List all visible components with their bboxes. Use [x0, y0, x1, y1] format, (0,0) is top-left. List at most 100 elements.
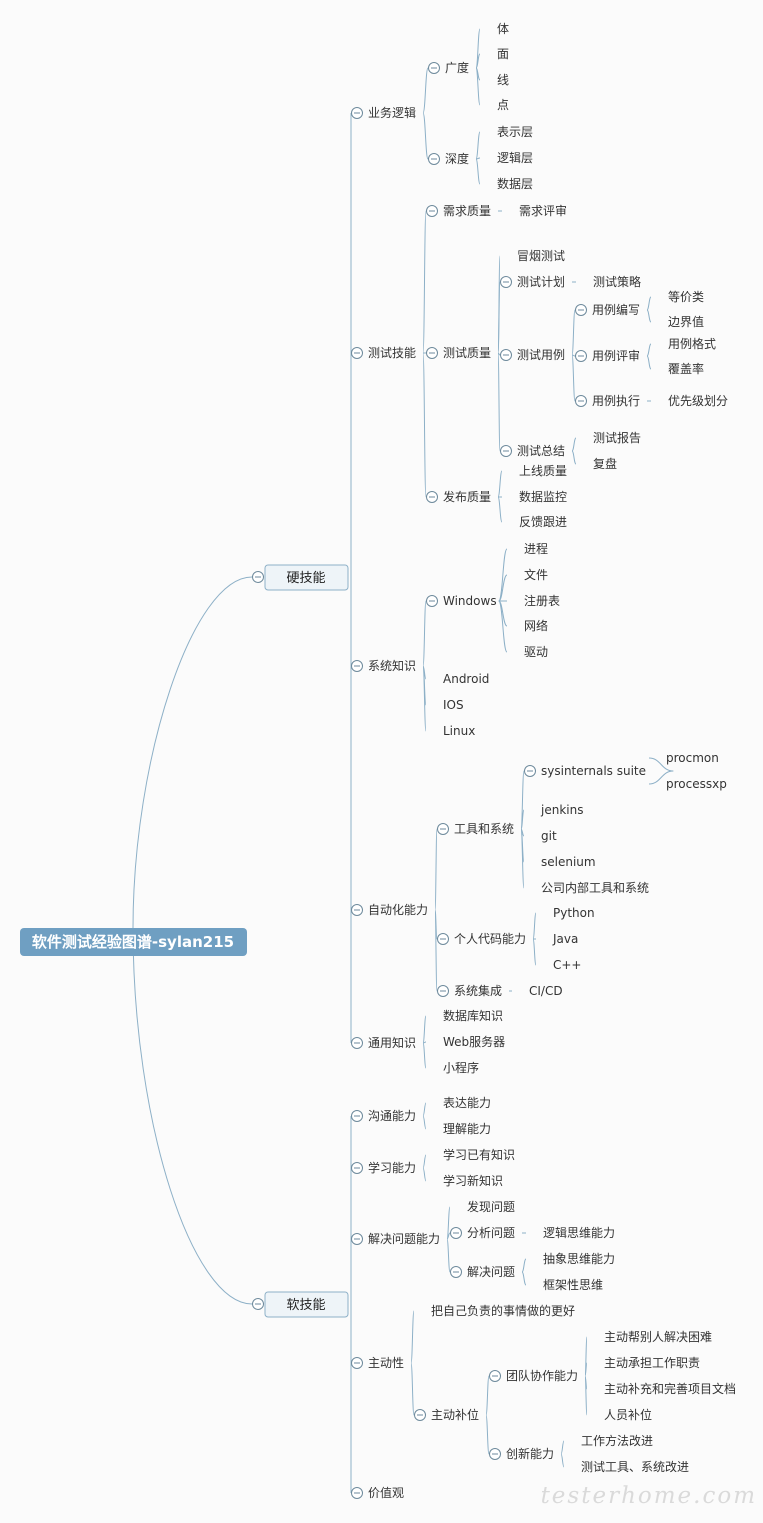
node-1-1-0[interactable]: 学习已有知识 [443, 1147, 515, 1162]
node-1-3-1-1-0[interactable]: 工作方法改进 [581, 1433, 653, 1448]
root-node[interactable]: 软件测试经验图谱-sylan215 [20, 928, 247, 956]
node-0-1-1-2-2-0[interactable]: 优先级划分 [668, 394, 728, 408]
node-1-3-0[interactable]: 把自己负责的事情做的更好 [431, 1303, 575, 1318]
node-1-3-1-1-1[interactable]: 测试工具、系统改进 [581, 1459, 689, 1474]
collapse-toggle-0-3-0-0[interactable] [524, 765, 536, 777]
collapse-toggle-0-0-0[interactable] [428, 62, 440, 74]
collapse-toggle-1-2-2[interactable] [450, 1266, 462, 1278]
node-0-1-2-2[interactable]: 反馈跟进 [519, 515, 567, 529]
collapse-toggle-0-2[interactable] [351, 660, 363, 672]
node-0-1-0-0[interactable]: 需求评审 [519, 203, 567, 218]
node-0-3-0-3[interactable]: selenium [541, 855, 596, 869]
collapse-toggle-0-0[interactable] [351, 107, 363, 119]
node-0-0-0-0[interactable]: 体 [497, 22, 509, 36]
node-0-3-1-1[interactable]: Java [552, 932, 578, 946]
node-1-3-1[interactable]: 主动补位 [431, 1407, 479, 1422]
collapse-toggle-0-4[interactable] [351, 1037, 363, 1049]
node-1-3-1-1[interactable]: 创新能力 [506, 1446, 554, 1461]
node-1-3-1-0-0[interactable]: 主动帮别人解决困难 [604, 1330, 712, 1344]
node-0-4[interactable]: 通用知识 [368, 1036, 416, 1050]
collapse-toggle-0-1-1-1[interactable] [500, 276, 512, 288]
node-0-2-2[interactable]: IOS [443, 698, 464, 712]
collapse-toggle-1-3-1-0[interactable] [489, 1370, 501, 1382]
node-0-4-1[interactable]: Web服务器 [443, 1034, 505, 1049]
node-0-1[interactable]: 测试技能 [368, 345, 416, 360]
node-0-1-2-1[interactable]: 数据监控 [519, 489, 567, 504]
node-0-3-0-4[interactable]: 公司内部工具和系统 [541, 880, 649, 895]
node-0-3-0-0-0[interactable]: procmon [666, 751, 719, 765]
node-1-2[interactable]: 解决问题能力 [368, 1232, 440, 1246]
node-0-1-1-2-2[interactable]: 用例执行 [592, 394, 640, 408]
node-0-1-1-3-0[interactable]: 测试报告 [593, 430, 641, 445]
node-1-3-1-0[interactable]: 团队协作能力 [506, 1368, 578, 1383]
node-0-2-0-1[interactable]: 文件 [524, 567, 548, 582]
node-0-1-1-1-0[interactable]: 测试策略 [593, 274, 641, 289]
node-1-1-1[interactable]: 学习新知识 [443, 1173, 503, 1188]
node-1-2-2-0[interactable]: 抽象思维能力 [543, 1252, 615, 1266]
node-0-1-1-2-0-0[interactable]: 等价类 [668, 290, 704, 304]
node-0-0-1[interactable]: 深度 [445, 151, 469, 166]
collapse-toggle-1[interactable] [252, 1298, 264, 1310]
node-1-0-0[interactable]: 表达能力 [443, 1096, 491, 1110]
node-0-4-2[interactable]: 小程序 [443, 1060, 479, 1075]
collapse-toggle-1-0[interactable] [351, 1110, 363, 1122]
collapse-toggle-0-2-0[interactable] [426, 595, 438, 607]
collapse-toggle-1-3[interactable] [351, 1357, 363, 1369]
node-0-1-0[interactable]: 需求质量 [443, 204, 491, 218]
node-0-3-1-0[interactable]: Python [553, 906, 595, 920]
node-1-2-0[interactable]: 发现问题 [467, 1199, 515, 1214]
node-0-0-1-0[interactable]: 表示层 [497, 125, 533, 139]
collapse-toggle-0-1[interactable] [351, 347, 363, 359]
node-0-0-0-1[interactable]: 面 [497, 47, 509, 61]
node-0-1-1-2-0-1[interactable]: 边界值 [668, 314, 704, 329]
node-0-4-0[interactable]: 数据库知识 [443, 1008, 503, 1023]
node-0-1-1-3[interactable]: 测试总结 [517, 443, 565, 458]
collapse-toggle-0-0-1[interactable] [428, 153, 440, 165]
node-0-2-3[interactable]: Linux [443, 724, 475, 738]
node-0-3-0-0-1[interactable]: processxp [666, 777, 727, 791]
node-1-4[interactable]: 价值观 [368, 1485, 404, 1500]
node-0-3-0-1[interactable]: jenkins [540, 803, 583, 817]
node-0-0-1-2[interactable]: 数据层 [497, 176, 533, 191]
collapse-toggle-0-1-1-2[interactable] [500, 349, 512, 361]
collapse-toggle-0[interactable] [252, 571, 264, 583]
collapse-toggle-1-3-1-1[interactable] [489, 1448, 501, 1460]
node-1-3-1-0-2[interactable]: 主动补充和完善项目文档 [604, 1381, 736, 1396]
node-0-3-0-2[interactable]: git [541, 829, 557, 843]
node-1-3[interactable]: 主动性 [368, 1356, 404, 1370]
node-1-0[interactable]: 沟通能力 [368, 1109, 416, 1123]
collapse-toggle-1-4[interactable] [351, 1487, 363, 1499]
node-0-2-0-2[interactable]: 注册表 [524, 593, 560, 608]
collapse-toggle-1-2[interactable] [351, 1233, 363, 1245]
collapse-toggle-0-1-2[interactable] [426, 491, 438, 503]
node-0-0-0-3[interactable]: 点 [497, 98, 509, 112]
node-1-0-1[interactable]: 理解能力 [443, 1122, 491, 1136]
node-0-1-1-2-1-0[interactable]: 用例格式 [668, 336, 716, 351]
node-0-2-0-4[interactable]: 驱动 [524, 645, 548, 659]
node-0-1-1-2[interactable]: 测试用例 [517, 347, 565, 362]
collapse-toggle-1-3-1[interactable] [414, 1409, 426, 1421]
node-0-1-2[interactable]: 发布质量 [443, 489, 491, 504]
node-1-2-1[interactable]: 分析问题 [467, 1226, 515, 1240]
collapse-toggle-0-3-2[interactable] [437, 985, 449, 997]
collapse-toggle-0-3-1[interactable] [437, 933, 449, 945]
node-0-0-1-1[interactable]: 逻辑层 [497, 151, 533, 165]
node-0-0[interactable]: 业务逻辑 [368, 105, 416, 120]
node-0-3-0-0[interactable]: sysinternals suite [541, 764, 646, 778]
collapse-toggle-1-2-1[interactable] [450, 1227, 462, 1239]
node-0-0-0-2[interactable]: 线 [497, 73, 509, 87]
node-0-3-2-0[interactable]: CI/CD [529, 984, 563, 998]
node-0[interactable]: 硬技能 [264, 564, 349, 591]
node-0-1-1-0[interactable]: 冒烟测试 [517, 248, 565, 263]
node-0-1-2-0[interactable]: 上线质量 [519, 464, 567, 478]
node-0-2-0-0[interactable]: 进程 [524, 541, 548, 556]
collapse-toggle-0-1-0[interactable] [426, 205, 438, 217]
node-1-2-1-0[interactable]: 逻辑思维能力 [543, 1226, 615, 1240]
collapse-toggle-0-3[interactable] [351, 904, 363, 916]
node-0-1-1-1[interactable]: 测试计划 [517, 274, 565, 289]
collapse-toggle-1-1[interactable] [351, 1162, 363, 1174]
node-0-3-1[interactable]: 个人代码能力 [454, 932, 526, 946]
node-1-3-1-0-1[interactable]: 主动承担工作职责 [604, 1356, 700, 1370]
node-0-1-1-3-1[interactable]: 复盘 [593, 456, 617, 471]
collapse-toggle-0-1-1[interactable] [426, 347, 438, 359]
